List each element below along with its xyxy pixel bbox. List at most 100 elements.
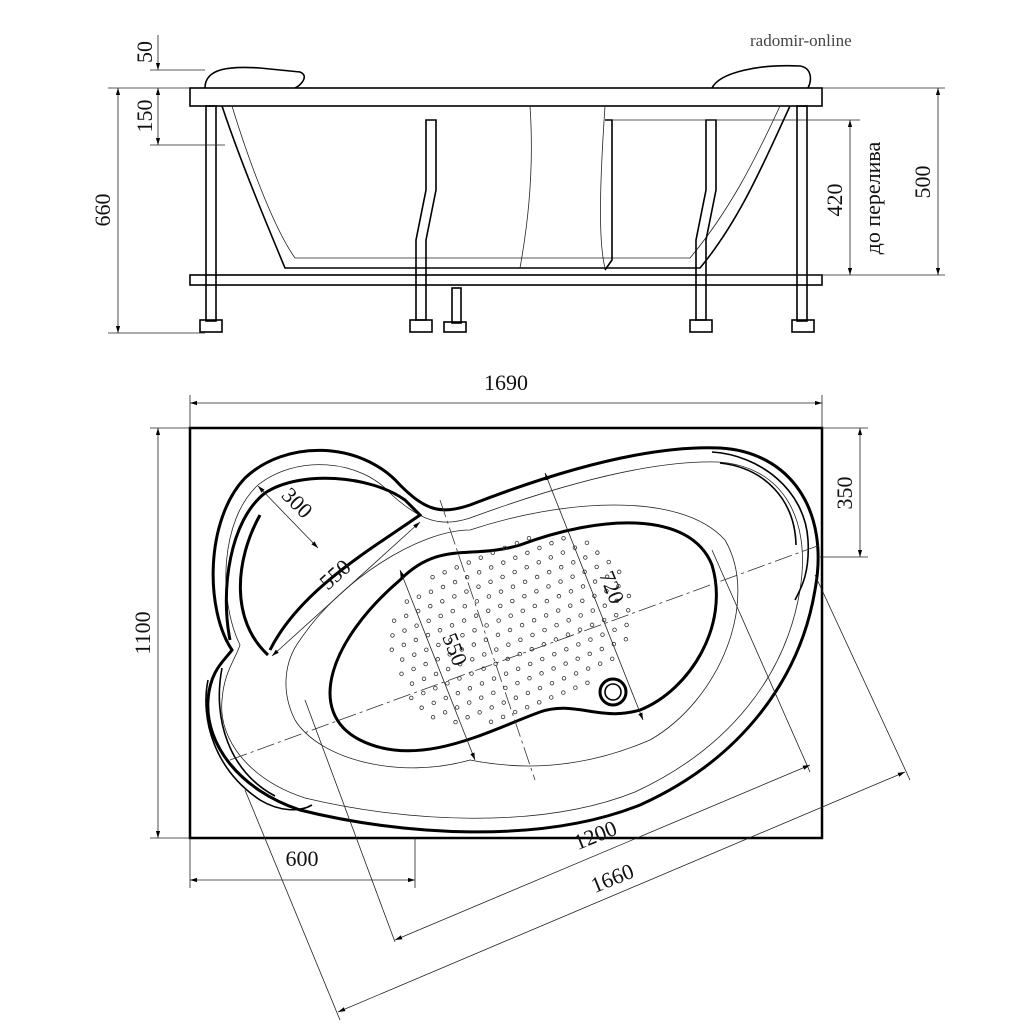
massage-hole xyxy=(498,589,504,594)
massage-hole xyxy=(502,545,508,551)
headrest-left xyxy=(204,66,305,89)
massage-hole xyxy=(548,555,553,560)
massage-hole xyxy=(561,676,567,681)
massage-hole xyxy=(558,579,563,584)
massage-hole xyxy=(431,700,436,706)
massage-hole xyxy=(537,685,543,691)
massage-hole xyxy=(403,613,409,619)
massage-hole xyxy=(597,661,603,666)
basin xyxy=(328,521,718,753)
massage-hole xyxy=(554,622,559,628)
massage-hole xyxy=(478,555,483,560)
massage-hole xyxy=(510,598,515,604)
dim-diagonal-length: 1660 xyxy=(587,858,637,898)
massage-hole xyxy=(561,690,566,695)
massage-hole xyxy=(570,574,575,579)
massage-holes xyxy=(389,536,632,725)
massage-hole xyxy=(404,599,410,604)
dim-width: 1100 xyxy=(130,611,155,654)
massage-hole xyxy=(465,715,470,720)
massage-hole xyxy=(479,681,485,686)
dim-rim-depth: 150 xyxy=(132,100,157,133)
massage-hole xyxy=(512,709,518,715)
massage-hole xyxy=(411,666,416,672)
legs xyxy=(199,105,815,333)
massage-hole xyxy=(443,695,448,701)
massage-hole xyxy=(536,560,541,565)
outline-rectangle xyxy=(188,426,824,840)
massage-hole xyxy=(575,656,580,661)
massage-hole xyxy=(391,618,397,623)
massage-hole xyxy=(527,661,533,667)
massage-hole xyxy=(560,550,566,555)
massage-hole xyxy=(525,690,531,696)
massage-hole xyxy=(445,681,450,686)
massage-hole xyxy=(425,632,431,638)
massage-hole xyxy=(530,632,535,638)
massage-hole xyxy=(476,570,482,575)
massage-hole xyxy=(612,627,617,633)
massage-hole xyxy=(551,666,556,671)
massage-hole xyxy=(486,608,491,613)
headrest-right xyxy=(711,64,812,89)
massage-hole xyxy=(454,565,459,570)
massage-hole xyxy=(563,661,568,666)
massage-hole xyxy=(520,608,525,614)
massage-hole xyxy=(506,642,511,647)
massage-hole xyxy=(454,705,460,710)
dim-headrest-width: 300 xyxy=(277,482,318,523)
massage-hole xyxy=(402,628,407,633)
massage-hole xyxy=(490,550,496,556)
dim-basin-length: 1200 xyxy=(570,815,620,855)
massage-hole xyxy=(464,589,469,594)
massage-hole xyxy=(583,555,588,560)
massage-hole xyxy=(426,618,431,624)
massage-hole xyxy=(513,695,519,700)
massage-hole xyxy=(522,593,527,599)
massage-hole xyxy=(419,705,424,710)
dim-basin-width: 720 xyxy=(594,567,630,607)
massage-hole xyxy=(430,714,436,720)
massage-hole xyxy=(505,656,510,662)
headrest-recess xyxy=(224,476,423,651)
massage-hole xyxy=(539,671,544,676)
massage-hole xyxy=(440,584,446,590)
massage-hole xyxy=(423,661,428,667)
massage-hole xyxy=(412,652,417,657)
massage-hole xyxy=(576,642,581,647)
massage-hole xyxy=(561,536,566,541)
massage-hole xyxy=(522,579,528,585)
massage-hole xyxy=(501,700,506,705)
massage-hole xyxy=(580,598,585,603)
massage-hole xyxy=(479,695,484,700)
massage-hole xyxy=(503,671,509,676)
massage-hole xyxy=(556,594,562,599)
massage-hole xyxy=(409,695,414,701)
massage-hole xyxy=(467,700,472,705)
massage-hole xyxy=(400,657,405,662)
massage-hole xyxy=(584,540,590,546)
massage-hole xyxy=(573,685,578,690)
massage-hole xyxy=(481,666,486,671)
massage-hole xyxy=(571,560,576,565)
massage-hole xyxy=(564,647,569,652)
massage-hole xyxy=(496,618,501,623)
massage-hole xyxy=(438,613,443,619)
dim-right-offset: 350 xyxy=(832,477,857,510)
bowl-outline xyxy=(221,105,791,269)
dim-length: 1690 xyxy=(484,370,528,395)
massage-hole xyxy=(585,666,591,671)
massage-hole xyxy=(525,550,530,556)
massage-hole xyxy=(477,710,482,715)
massage-hole xyxy=(488,719,494,724)
massage-hole xyxy=(488,579,493,584)
dim-basin-depth: 550 xyxy=(437,629,473,669)
massage-hole xyxy=(510,584,516,589)
massage-hole xyxy=(544,598,550,604)
massage-hole xyxy=(440,599,445,604)
massage-hole xyxy=(424,647,429,652)
massage-hole xyxy=(461,618,467,623)
massage-hole xyxy=(532,603,537,609)
massage-hole xyxy=(401,642,407,648)
